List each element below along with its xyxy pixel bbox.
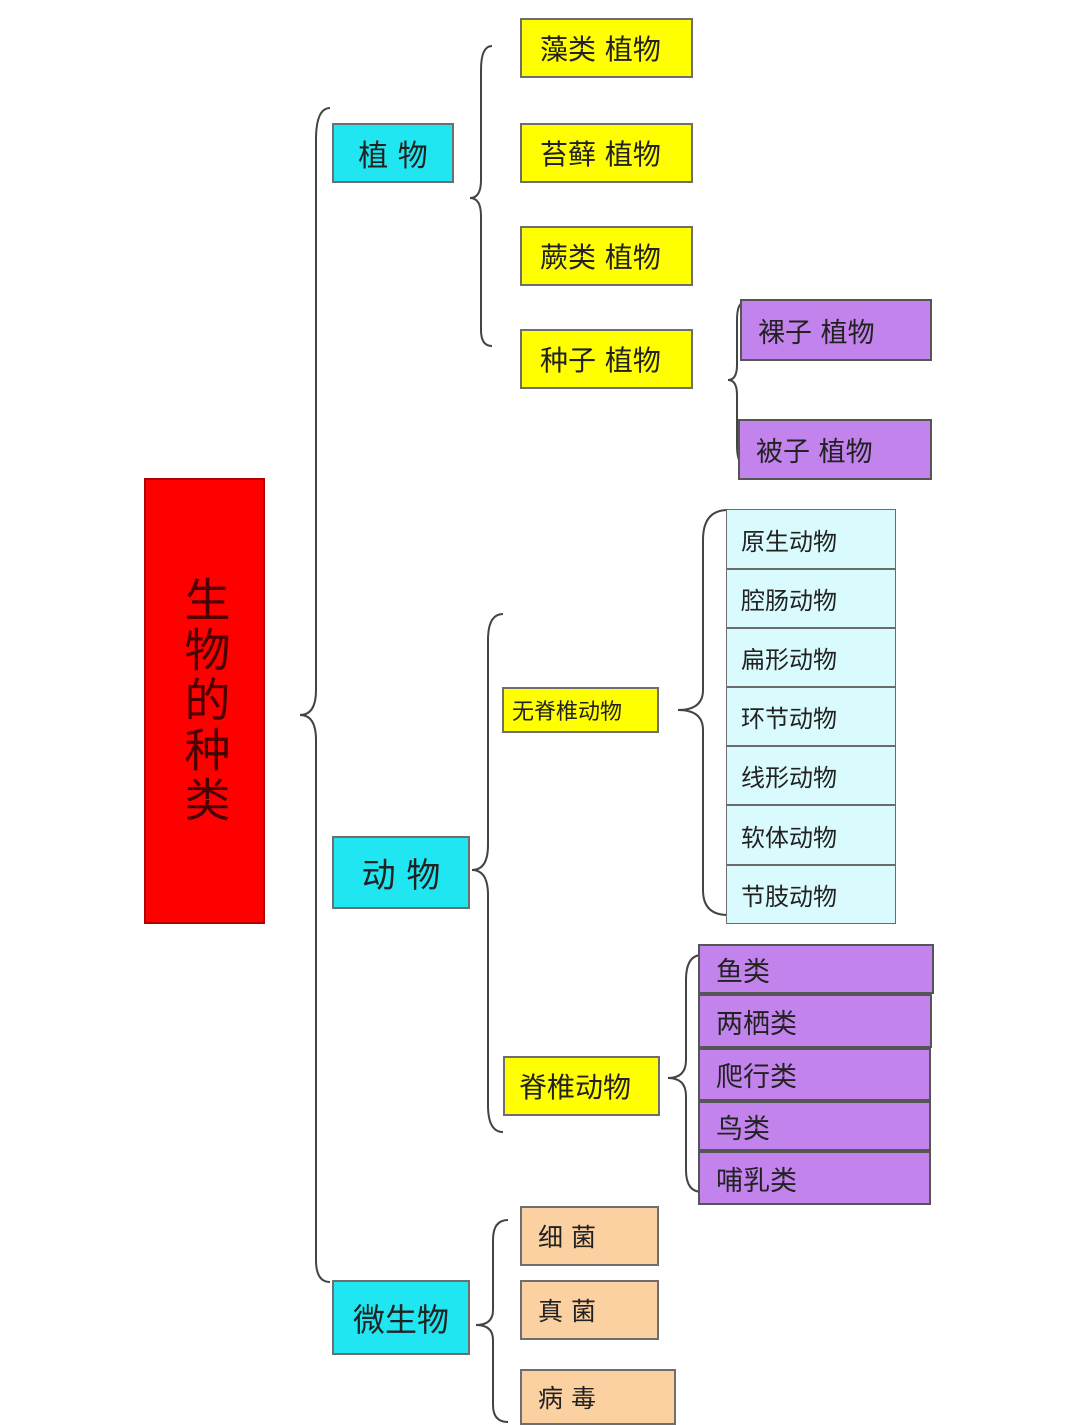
vertebrate-item-label: 两栖类 xyxy=(716,1008,797,1040)
plants-item: 蕨类 植物 xyxy=(520,226,693,286)
vertebrate-item: 哺乳类 xyxy=(698,1151,931,1205)
plants-label: 植 物 xyxy=(358,139,428,174)
microbes-node: 微生物 xyxy=(332,1280,470,1355)
seed-plant-item-label: 裸子 植物 xyxy=(758,317,875,349)
vertebrate-item: 爬行类 xyxy=(698,1048,931,1101)
animals-brace xyxy=(471,613,504,1133)
invertebrate-item: 腔肠动物 xyxy=(726,569,896,628)
seed-plant-item-label: 被子 植物 xyxy=(756,437,873,468)
microbes-label: 微生物 xyxy=(352,1300,449,1339)
plants-node: 植 物 xyxy=(332,123,454,183)
plants-brace xyxy=(469,45,493,347)
plants-item-label: 种子 植物 xyxy=(540,344,661,377)
microbe-item: 真 菌 xyxy=(520,1280,659,1340)
invertebrate-item-label: 节肢动物 xyxy=(741,883,837,911)
invertebrate-item-label: 线形动物 xyxy=(741,764,837,792)
root-node: 生物的种类 xyxy=(144,478,265,924)
vertebrate-item-label: 鱼类 xyxy=(716,956,770,988)
plants-item: 藻类 植物 xyxy=(520,18,693,78)
vertebrate-item: 鱼类 xyxy=(698,944,934,994)
invertebrate-item: 软体动物 xyxy=(726,805,896,865)
microbes-brace xyxy=(475,1219,509,1423)
seed-plant-item: 被子 植物 xyxy=(738,419,932,480)
invertebrates-label: 无脊椎动物 xyxy=(512,700,623,725)
seed-plant-item: 裸子 植物 xyxy=(740,299,932,361)
animals-label: 动 物 xyxy=(361,856,441,896)
invertebrate-item-label: 环节动物 xyxy=(741,705,837,733)
seed-plants-brace xyxy=(727,301,746,466)
plants-item-label: 苔藓 植物 xyxy=(540,138,661,171)
microbe-item-label: 真 菌 xyxy=(538,1297,596,1326)
vertebrate-item: 鸟类 xyxy=(698,1101,931,1151)
invertebrate-item-label: 原生动物 xyxy=(741,527,837,556)
vertebrate-item-label: 鸟类 xyxy=(716,1113,770,1145)
plants-item: 种子 植物 xyxy=(520,329,693,389)
invertebrate-item-label: 软体动物 xyxy=(741,823,837,852)
invertebrate-item-label: 扁形动物 xyxy=(741,646,837,674)
root-brace xyxy=(299,107,331,1283)
vertebrate-item-label: 哺乳类 xyxy=(716,1165,797,1197)
invertebrate-item: 原生动物 xyxy=(726,509,896,569)
invertebrates-node: 无脊椎动物 xyxy=(502,687,659,733)
vertebrate-item: 两栖类 xyxy=(698,994,932,1048)
vertebrates-label: 脊椎动物 xyxy=(519,1071,632,1104)
invertebrate-item-label: 腔肠动物 xyxy=(741,587,837,615)
invertebrate-item: 线形动物 xyxy=(726,746,896,805)
vertebrates-node: 脊椎动物 xyxy=(503,1056,660,1116)
root-label: 生物的种类 xyxy=(177,576,232,826)
invertebrate-item: 环节动物 xyxy=(726,687,896,746)
microbe-item: 细 菌 xyxy=(520,1206,659,1266)
microbe-item-label: 细 菌 xyxy=(538,1223,596,1252)
plants-item-label: 蕨类 植物 xyxy=(540,241,661,274)
animals-node: 动 物 xyxy=(332,836,470,909)
vertebrate-item-label: 爬行类 xyxy=(716,1062,797,1093)
invertebrate-item: 节肢动物 xyxy=(726,865,896,924)
microbe-item-label: 病 毒 xyxy=(538,1384,596,1413)
invertebrates-brace xyxy=(677,509,729,916)
plants-item: 苔藓 植物 xyxy=(520,123,693,183)
plants-item-label: 藻类 植物 xyxy=(540,33,661,66)
invertebrate-item: 扁形动物 xyxy=(726,628,896,687)
microbe-item: 病 毒 xyxy=(520,1369,676,1425)
vertebrates-brace xyxy=(667,954,703,1193)
